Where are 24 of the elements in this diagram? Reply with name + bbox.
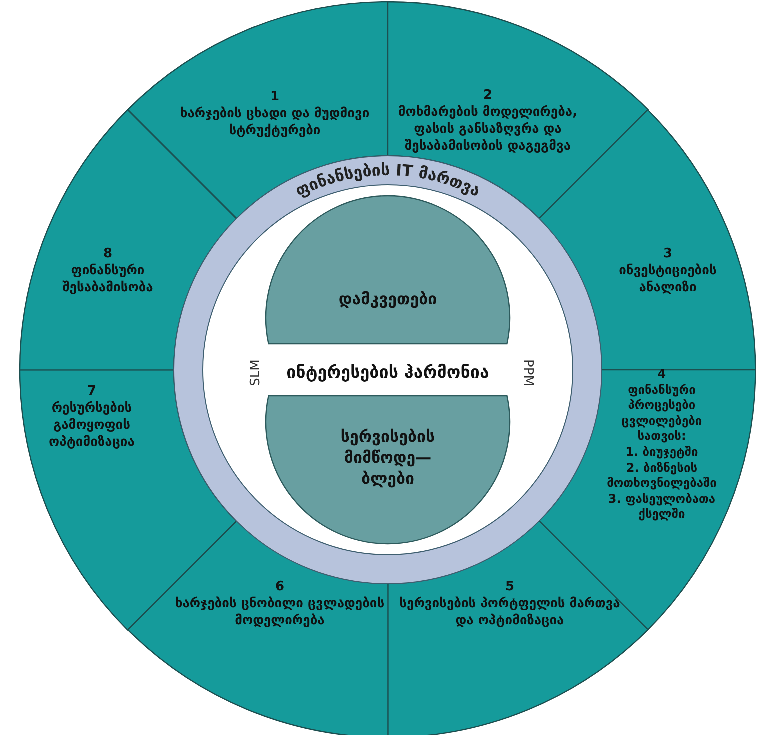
segment-text: 3. ფასეულობათა ქსელში [607, 492, 717, 523]
segment-text: ინვესტიციების ანალიზი [618, 264, 718, 298]
segment-text: ფინანსური შესაბამისობა [62, 264, 154, 298]
side-label: SLM [248, 360, 264, 386]
band-text: ინტერესების ჰარმონია [286, 362, 490, 384]
segment-text: რესურსების გამოყოფის ოპტიმიზაცია [48, 401, 136, 452]
segment-text: მოხმარების მოდელირება, ფასის განსაზღვრა და შესაბამისობის დაგეგმვა [397, 105, 579, 156]
segment-text: ფინანსური პროცესები ცვლილებები სათვის: [620, 382, 704, 445]
side-label: PPM [520, 360, 536, 386]
segment-text: 2. ბიზნესის მოთხოვნილებაში [606, 460, 718, 492]
segment-text: სერვისების პორტფელის მართვა და ოპტიმიზაცია [398, 596, 622, 630]
segment-number: 2 [482, 88, 494, 105]
segment-text: ხარჯების ცნობილი ცვლადების მოდელირება [174, 596, 386, 630]
disc-text: დამკვეთები [338, 290, 438, 310]
segment-number: 4 [656, 367, 668, 383]
segment-number: 6 [274, 580, 286, 596]
segment-number: 3 [662, 246, 674, 264]
segment-number: 8 [102, 246, 114, 264]
segment-number: 1 [269, 90, 280, 106]
segment-number: 7 [86, 384, 98, 401]
segment-text: ხარჯების ცხადი და მუდმივი სტრუქტურები [179, 106, 371, 140]
segment-text: 1. ბიუჯეტში [624, 445, 700, 461]
segment-number: 5 [504, 580, 516, 596]
disc-text: სერვისების მიმწოდე— ბლები [340, 426, 436, 490]
